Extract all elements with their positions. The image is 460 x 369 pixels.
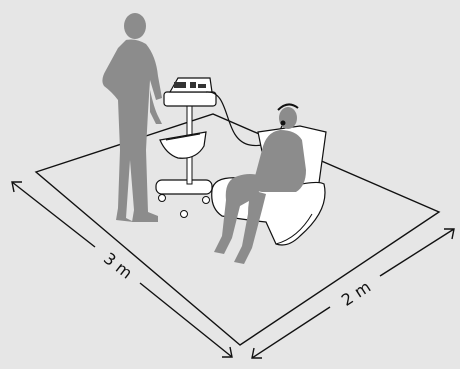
width-dimension-arrow [251,228,455,359]
device-cart-icon [155,77,217,218]
seated-person-icon [214,107,306,264]
headset-icon [277,103,299,126]
floor-area-outline [34,113,441,346]
width-dimension-label: 2 m [338,277,374,310]
depth-dimension-label: 3 m [100,249,136,283]
depth-dimension-arrow [11,181,233,358]
standing-person-icon [102,13,162,222]
